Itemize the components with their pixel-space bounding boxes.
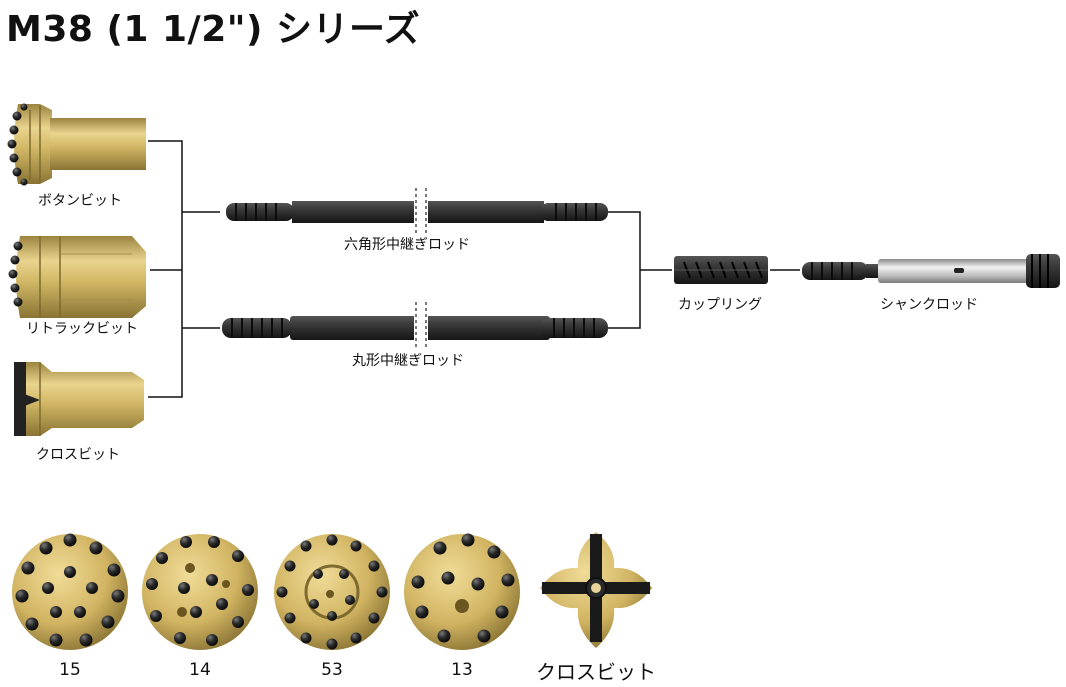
retrac-bit-image <box>8 236 146 318</box>
connector-lines <box>148 140 800 398</box>
shank-rod-label: シャンクロッド <box>880 297 978 313</box>
retrac-bit-label: リトラックビット <box>26 321 138 337</box>
page-title: M38 (1 1/2") シリーズ <box>6 9 421 50</box>
round-rod-image <box>222 302 608 350</box>
bit-face-53 <box>274 534 390 650</box>
button-bit-image <box>7 103 146 186</box>
bit-face-label: 53 <box>321 660 343 680</box>
bit-face-label: 13 <box>451 660 473 680</box>
bit-face-label: 14 <box>189 660 211 680</box>
bit-face-label: クロスビット <box>536 660 656 684</box>
cross-bit-label: クロスビット <box>36 447 120 463</box>
coupling-label: カップリング <box>678 297 762 313</box>
bit-face-15 <box>12 533 128 650</box>
button-bit-label: ボタンビット <box>38 193 122 209</box>
cross-bit-image <box>14 362 144 436</box>
hex-rod-image <box>226 188 608 234</box>
shank-rod-image <box>802 254 1060 288</box>
bit-face-14 <box>142 534 258 650</box>
bit-face-cross <box>540 532 652 648</box>
bit-face-13 <box>404 533 520 650</box>
bit-face-label: 15 <box>59 660 81 680</box>
round-rod-label: 丸形中継ぎロッド <box>352 353 464 369</box>
hex-rod-label: 六角形中継ぎロッド <box>344 237 470 253</box>
coupling-image <box>674 256 768 284</box>
